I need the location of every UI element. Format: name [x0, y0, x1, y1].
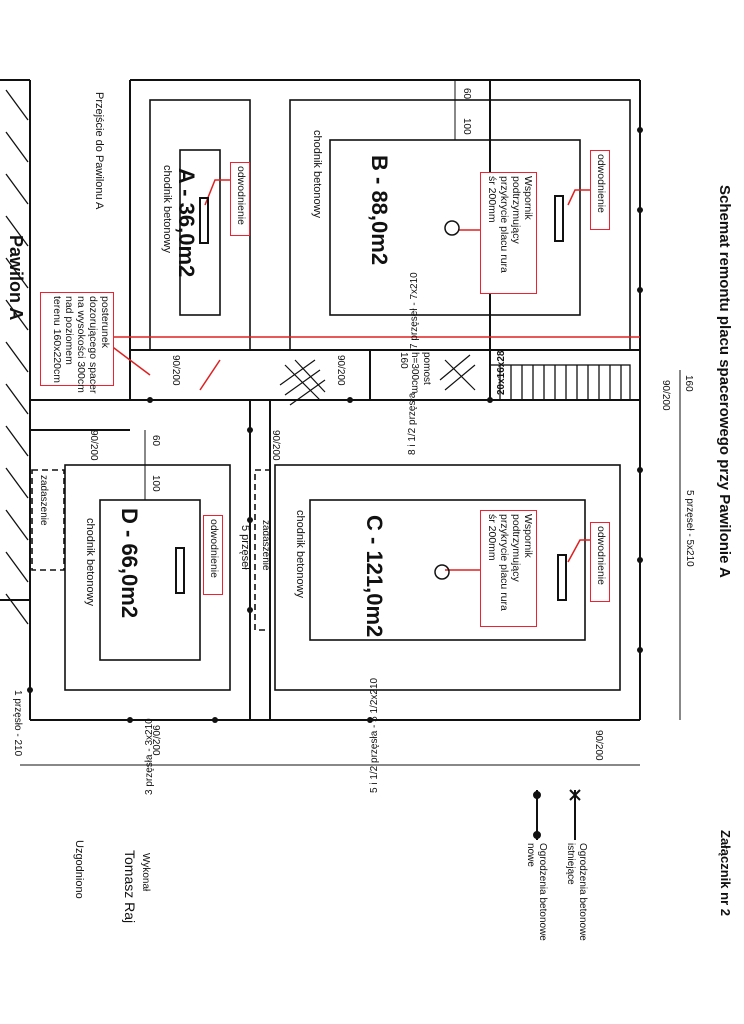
hatch-line	[5, 425, 29, 457]
span-5-mid-label: 5 przęseł	[239, 525, 251, 570]
dim-60-d: 60	[150, 435, 161, 447]
hatch-line	[5, 215, 29, 247]
door-d-bottom: 90/200	[150, 725, 161, 756]
hatch-line	[5, 89, 29, 121]
fence-post	[487, 397, 493, 403]
yard-d-walkway-label: chodnik betonowy	[84, 518, 96, 607]
span-7-label: 7 przęseł - 7x210	[409, 272, 420, 349]
made-by-name: Tomasz Raj	[122, 850, 138, 924]
yard-c-area: C - 121,0m2	[362, 515, 387, 638]
yard-b-area: B - 88,0m2	[367, 155, 392, 266]
door-a: 90/200	[170, 355, 181, 386]
dim-60-b: 60	[461, 88, 472, 100]
hatch-line	[5, 131, 29, 163]
drain-grates	[175, 195, 567, 601]
hatch-line	[5, 593, 29, 625]
dim-100-d: 100	[150, 475, 161, 492]
dim-100-b: 100	[461, 118, 472, 135]
door-c-top: 90/200	[660, 380, 671, 411]
yard-a-walkway-label: chodnik betonowy	[161, 165, 173, 254]
door-c: 90/200	[270, 430, 281, 461]
drawing-title: Schemat remontu placu spacerowego przy P…	[716, 185, 733, 578]
yard-a-walkway	[149, 99, 251, 351]
drain-callout-d: odwodnienie	[203, 515, 223, 595]
canopy-label-c: zadaszenie	[260, 520, 271, 571]
fence-post	[27, 687, 33, 693]
agreed-label: Uzgodniono	[73, 840, 85, 899]
annotation-arrows	[109, 179, 640, 571]
made-by-label: Wykonał	[140, 853, 151, 892]
fence-posts	[27, 127, 643, 723]
hatch-line	[5, 551, 29, 583]
legend-symbols	[533, 789, 581, 840]
yard-b-walkway	[289, 99, 631, 351]
door-d: 90/200	[88, 430, 99, 461]
hatch-line	[5, 467, 29, 499]
drain-callout-a: odwodnienie	[230, 162, 250, 236]
door-c-bottom: 90/200	[593, 730, 604, 761]
hatch-line	[5, 383, 29, 415]
fence-post	[247, 427, 253, 433]
fence-post	[127, 717, 133, 723]
stairs	[489, 364, 631, 401]
fence-post	[637, 287, 643, 293]
drain-callout-c: odwodnienie	[590, 522, 610, 602]
fence-post	[147, 397, 153, 403]
platform-hatching	[279, 354, 476, 406]
yard-c-walkway-label: chodnik betonowy	[294, 510, 306, 599]
support-post-c	[434, 564, 450, 580]
yard-c-walkway	[254, 464, 621, 691]
span-5-top-label: 5 przęseł - 5x210	[684, 490, 695, 567]
fence-post	[212, 717, 218, 723]
canopy-label-d: zadaszenie	[38, 475, 49, 526]
fence-post	[637, 647, 643, 653]
fence-post	[367, 717, 373, 723]
fence-post	[637, 207, 643, 213]
pavilion-hatching	[5, 89, 29, 625]
hatch-line	[5, 509, 29, 541]
yard-a-area: A - 36,0m2	[174, 168, 199, 278]
dim-160-top: 160	[683, 375, 694, 392]
span-1-label: 1 przęsło - 210	[12, 690, 23, 757]
span-8-label: 8 i 1/2 przęsła	[407, 392, 418, 455]
fence-post	[247, 517, 253, 523]
yard-d-walkway	[31, 464, 231, 691]
building-label: Pawilon A	[6, 235, 26, 321]
yard-b-walkway-label: chodnik betonowy	[311, 130, 323, 219]
dimension-lines	[20, 80, 681, 766]
hatch-line	[5, 173, 29, 205]
door-b: 90/200	[335, 355, 346, 386]
drain-callout-b: odwodnienie	[590, 150, 610, 230]
fence-post	[247, 607, 253, 613]
span-5half-label: 5 i 1/2 przęsła - 5 1/2x210	[369, 677, 380, 793]
support-post-b	[444, 220, 460, 236]
hatch-line	[5, 341, 29, 373]
fence-post	[637, 557, 643, 563]
attachment-label: Załącznik nr 2	[718, 830, 733, 916]
fence-post	[637, 127, 643, 133]
stairs-label: 20x16x28	[496, 350, 507, 396]
passage-label: Przejście do Pawilonu A	[93, 92, 105, 210]
fence-post	[637, 467, 643, 473]
hatch-line	[5, 299, 29, 331]
hatch-line	[5, 257, 29, 289]
fence-post	[347, 397, 353, 403]
yard-d-area: D - 66,0m2	[117, 508, 142, 619]
